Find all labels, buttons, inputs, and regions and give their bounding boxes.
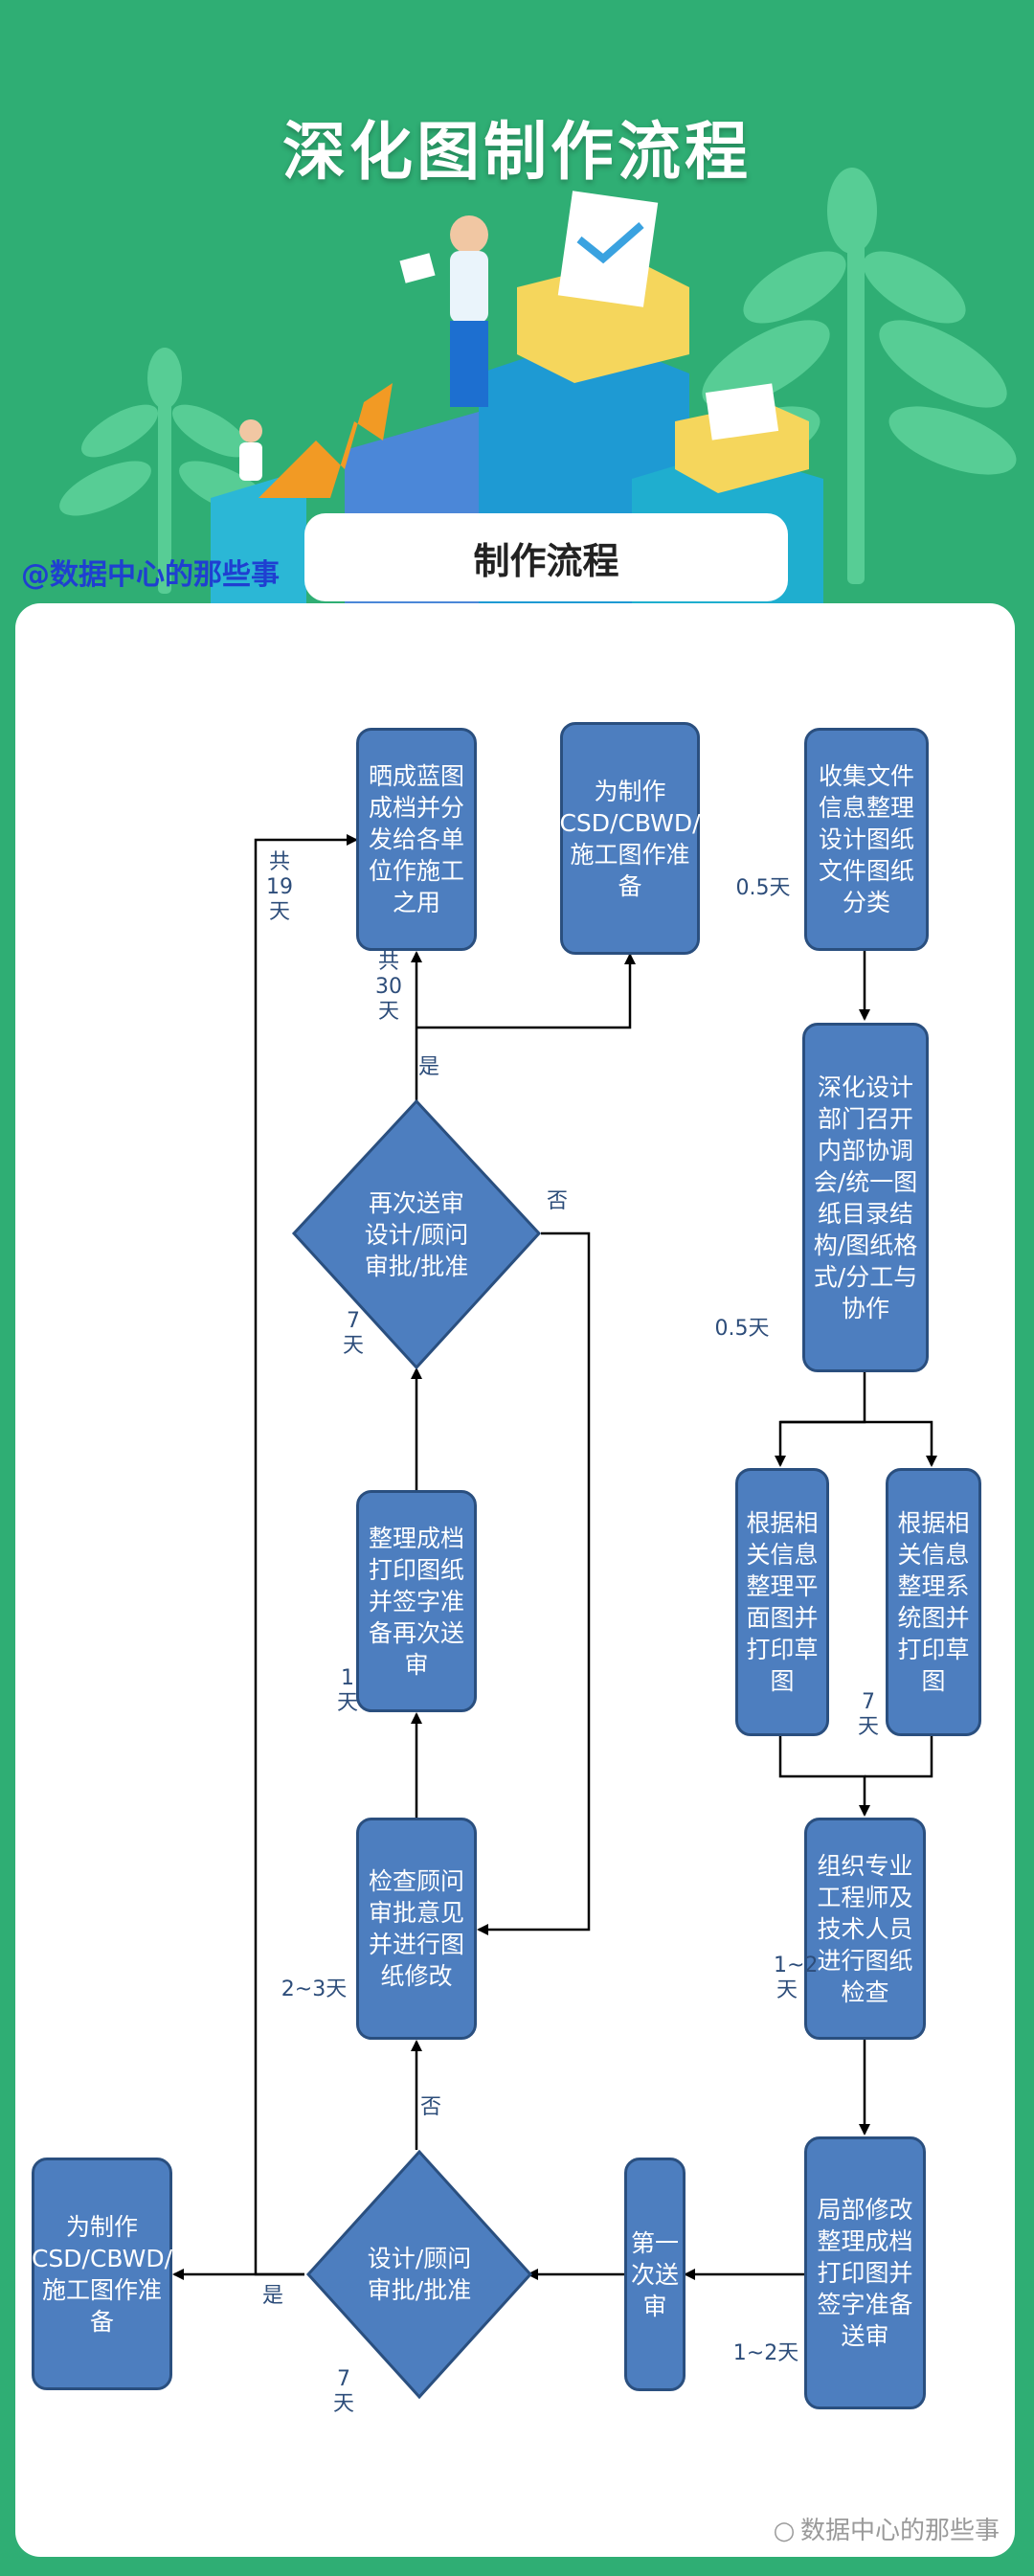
- label-meeting-days: 0.5天: [714, 1317, 770, 1341]
- label-collect-days: 0.5天: [735, 876, 791, 900]
- label-total-19: 共19天: [266, 850, 293, 924]
- label-approve2-no: 否: [546, 1189, 568, 1213]
- label-system-days: 7天: [857, 1690, 879, 1739]
- author-tag: @数据中心的那些事: [21, 558, 280, 592]
- person-icon: [399, 215, 488, 407]
- diamond-approve1-text: 设计/顾问审批/批准: [367, 2245, 472, 2304]
- label-revise-days: 1~2天: [732, 2341, 799, 2365]
- diamond-approve1: [305, 2150, 533, 2399]
- node-system: 根据相关信息整理系统图并打印草图: [886, 1468, 981, 1736]
- edge-meeting-split: [775, 1372, 866, 1467]
- section-title: 制作流程: [304, 513, 788, 601]
- brand-watermark: ○数据中心的那些事: [768, 2511, 1000, 2546]
- node-prepare-top: 为制作CSD/CBWD/施工图作准备: [559, 722, 701, 955]
- node-blueprint: 晒成蓝图成档并分发给各单位作施工之用: [356, 728, 477, 951]
- diamond-approve2-text: 再次送审设计/顾问审批/批准: [364, 1188, 469, 1280]
- tree-right-icon: [692, 168, 1017, 584]
- label-archive-days: 1天: [336, 1666, 358, 1715]
- edge-approve2-no: [477, 1232, 591, 1935]
- label-approve1-days: 7天: [332, 2367, 354, 2416]
- node-collect: 收集文件信息整理设计图纸文件图纸分类: [804, 728, 929, 951]
- label-total-30: 共30天: [375, 950, 402, 1024]
- label-approve2-yes: 是: [417, 1055, 439, 1079]
- edge-meeting-plan2: [865, 1420, 937, 1467]
- node-archive-print: 整理成档打印图纸并签字准备再次送审: [356, 1490, 477, 1712]
- edge-plan-check: [778, 1736, 870, 1817]
- box-icon: [517, 191, 689, 383]
- label-approve1-yes: 是: [261, 2284, 283, 2308]
- edge-approve1-blueprint: [254, 834, 358, 2276]
- wechat-icon: ○: [773, 2517, 796, 2545]
- growth-arrow-icon: [258, 383, 393, 498]
- node-prepare-left: 为制作CSD/CBWD/施工图作准备: [32, 2158, 172, 2390]
- node-revise-local: 局部修改整理成档打印图并签字准备送审: [804, 2136, 926, 2409]
- node-meeting: 深化设计部门召开内部协调会/统一图纸目录结构/图纸格式/分工与协作: [802, 1023, 929, 1372]
- node-check: 组织专业工程师及技术人员进行图纸检查: [804, 1818, 926, 2040]
- diamond-approve2: [291, 1099, 542, 1369]
- label-check-days: 1~2天: [774, 1954, 819, 2002]
- node-plan: 根据相关信息整理平面图并打印草图: [735, 1468, 829, 1736]
- label-approve2-days: 7天: [342, 1309, 364, 1358]
- edge-system-check: [865, 1736, 933, 1778]
- node-modify: 检查顾问审批意见并进行图纸修改: [356, 1818, 477, 2040]
- node-first-submit: 第一次送审: [624, 2158, 686, 2391]
- edge-approve2-prepare: [416, 953, 636, 1029]
- chart-box-icon: [675, 383, 809, 493]
- label-modify-days: 2~3天: [281, 1977, 348, 2001]
- page-title: 深化图制作流程: [282, 115, 752, 189]
- small-person-icon: [239, 419, 262, 481]
- label-approve1-no: 否: [419, 2095, 441, 2119]
